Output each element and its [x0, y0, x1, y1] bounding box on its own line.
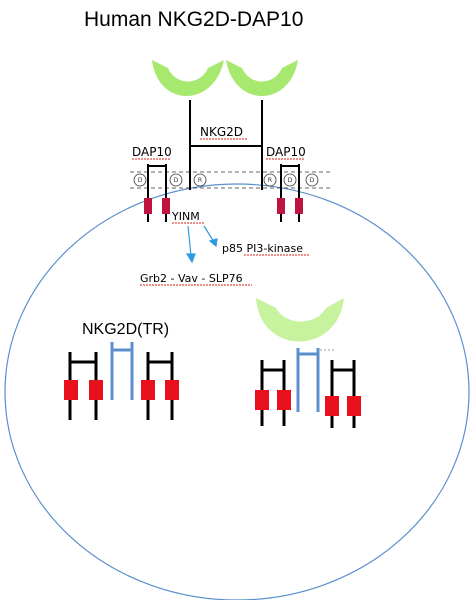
yinm-motif-label: YINM — [171, 210, 200, 223]
charge-label-r-2: R — [268, 177, 272, 184]
dap10-right-tm-box-2 — [295, 198, 303, 214]
ligand-left-crescent — [152, 60, 224, 96]
charge-label-d-4: D — [310, 177, 315, 184]
nkg2d-tr-complex-right — [255, 348, 361, 428]
nkg2d-receptor — [189, 100, 263, 190]
charge-label-d-3: D — [288, 177, 293, 184]
nkg2d-tr-complex-left — [64, 342, 179, 420]
grb2-pathway-label: Grb2 - Vav - SLP76 — [140, 272, 243, 285]
nkg2d-tr-label: NKG2D(TR) — [82, 321, 169, 338]
dap10-right-tm-box-1 — [277, 198, 285, 214]
dap10-right-label: DAP10 — [266, 145, 306, 159]
charge-residues — [133, 173, 319, 187]
diagram-title: Human NKG2D-DAP10 — [84, 8, 303, 31]
charge-label-r-1: R — [198, 177, 202, 184]
charge-label-d-2: D — [174, 177, 179, 184]
signaling-arrows — [185, 225, 218, 264]
nkg2d-label: NKG2D — [200, 125, 243, 139]
ligand-bound-crescent — [256, 298, 344, 342]
dap10-left-tm-box-2 — [162, 198, 170, 214]
pi3k-label: p85 PI3-kinase — [222, 242, 303, 255]
dap10-left-label: DAP10 — [132, 145, 172, 159]
ligand-right-crescent — [226, 60, 298, 96]
charge-label-d-1: D — [138, 177, 143, 184]
dap10-left-tm-box-1 — [144, 198, 152, 214]
ligand-dimer — [152, 60, 298, 96]
cell-membrane-circle — [4, 183, 470, 600]
charge-residue-labels: D D R R D D — [138, 177, 315, 184]
